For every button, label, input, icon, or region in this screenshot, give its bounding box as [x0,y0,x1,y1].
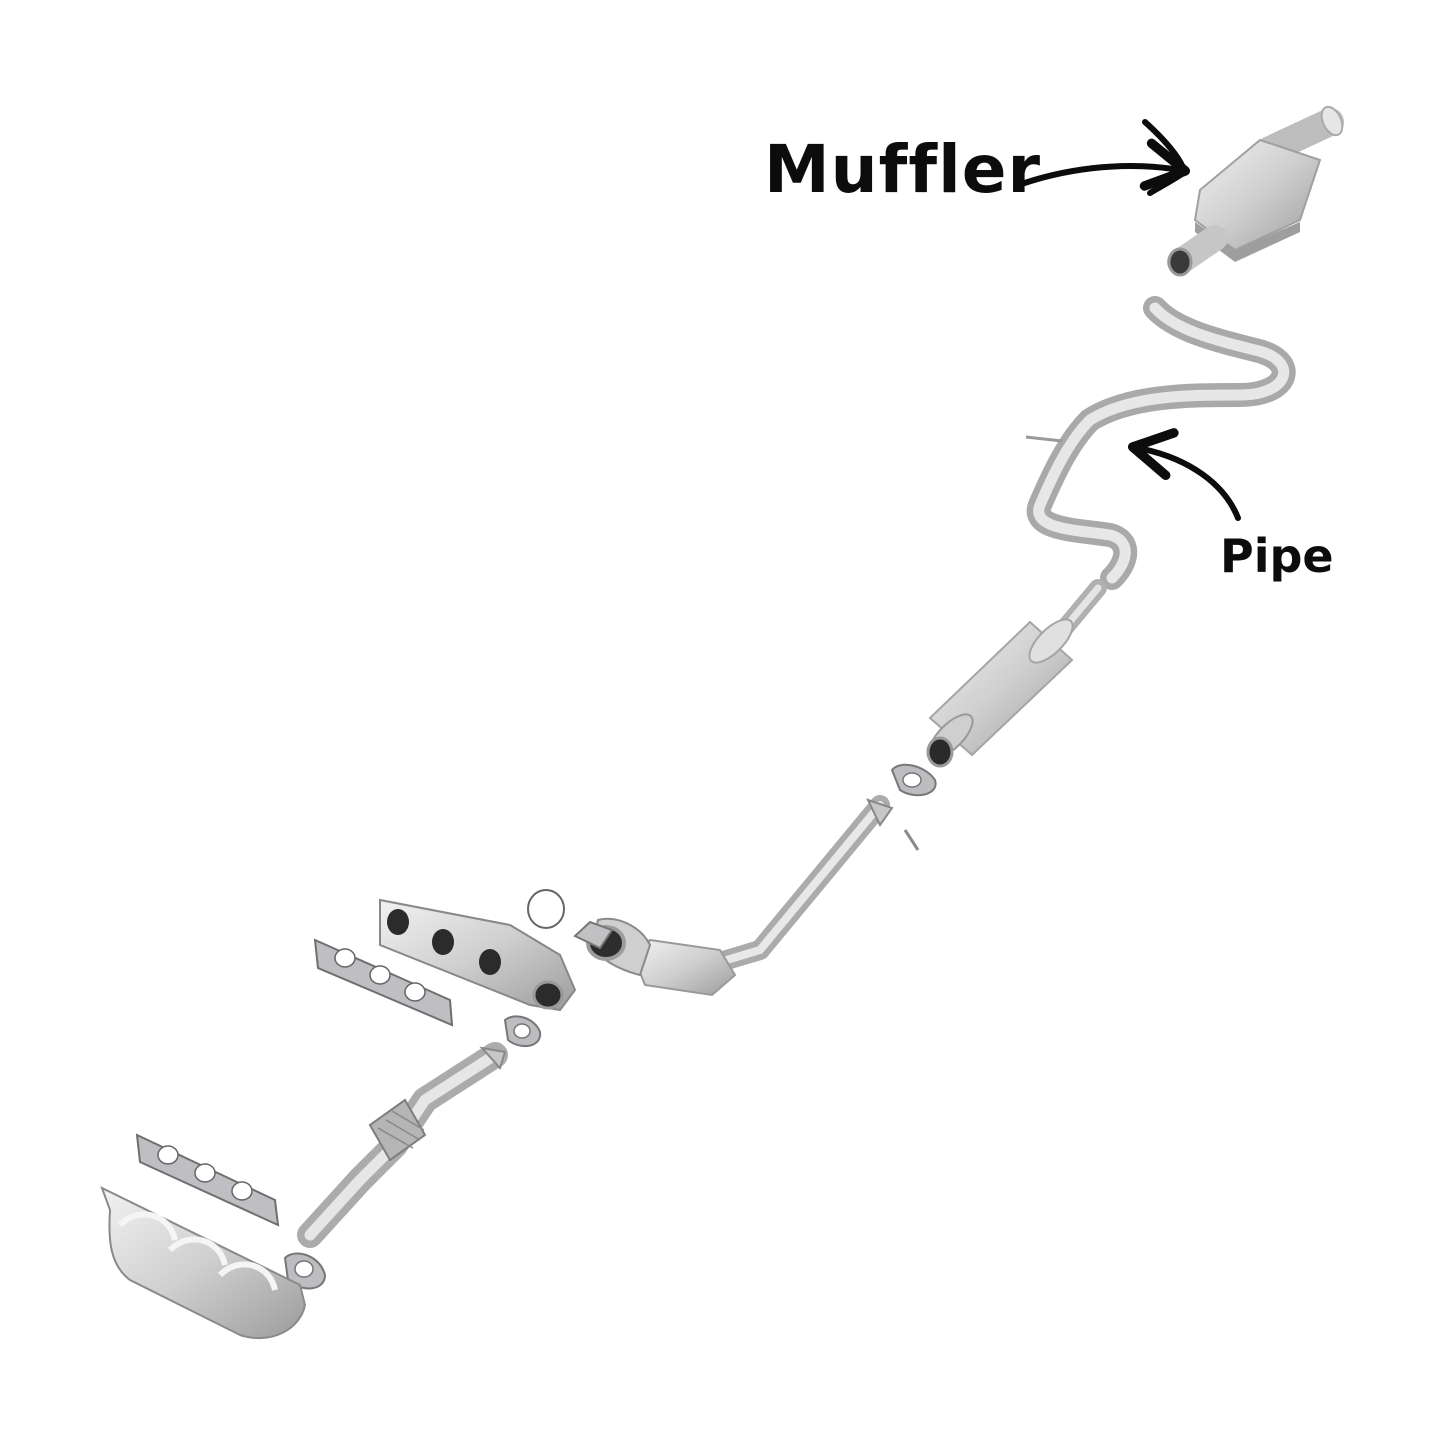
flange-gasket-upper [503,1015,542,1048]
resonator-assembly [926,579,1107,768]
front-pipe [650,795,920,972]
o-ring [527,889,565,929]
muffler-arrow-icon [1013,138,1191,191]
flex-y-pipe [297,1042,508,1248]
rear-muffler [1167,105,1344,277]
muffler-label: Muffler [764,131,1041,208]
exhaust-manifold-lower [100,1186,307,1340]
exhaust-manifold-upper [379,898,577,1012]
pipe-callout: Pipe [1127,428,1334,583]
muffler-callout: Muffler [764,119,1191,208]
pipe-label: Pipe [1220,529,1334,583]
manifold-gasket-lower [135,1133,280,1227]
manifold-gasket-upper [313,938,454,1027]
rear-pipe [1025,296,1296,590]
pipe-arrow-icon [1127,428,1241,521]
catalytic-converter [573,917,737,997]
flange-gasket-mid [890,763,937,797]
flange-gasket-lower [283,1252,327,1290]
